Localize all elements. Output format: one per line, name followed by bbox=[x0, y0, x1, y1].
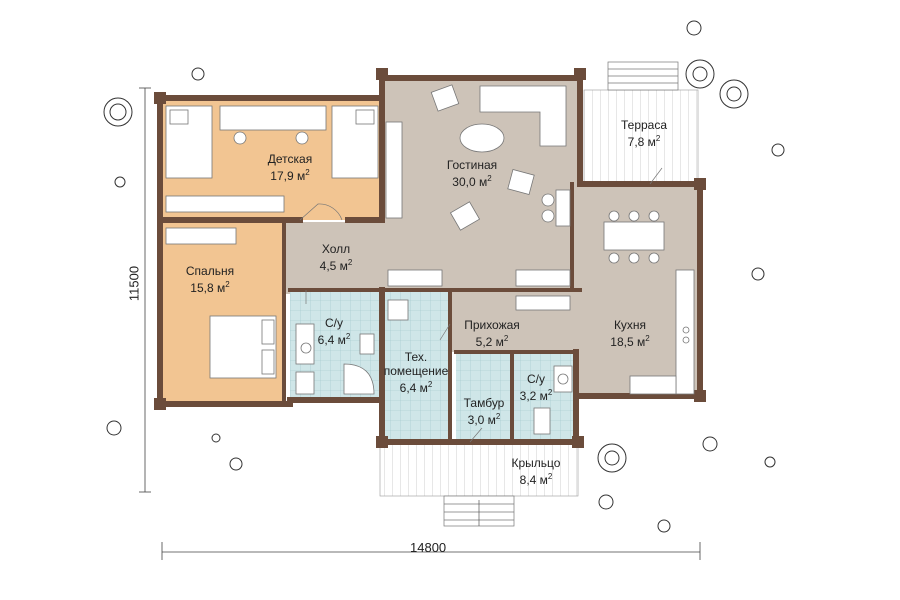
walls bbox=[157, 75, 703, 445]
room-area: 6,4 м bbox=[317, 333, 346, 347]
room-name: Детская bbox=[267, 152, 313, 166]
room-area: 17,9 м bbox=[270, 169, 306, 183]
room-label-holl: Холл 4,5 м2 bbox=[296, 242, 376, 273]
desk bbox=[219, 105, 327, 131]
room-label-su2: С/у 3,2 м2 bbox=[510, 372, 562, 403]
room-label-krylco: Крыльцо 8,4 м2 bbox=[498, 456, 574, 487]
room-label-spalnya: Спальня 15,8 м2 bbox=[172, 264, 248, 295]
room-area: 4,5 м bbox=[319, 259, 348, 273]
trees bbox=[103, 20, 785, 533]
room-name: С/у bbox=[325, 316, 343, 330]
room-area: 6,4 м bbox=[399, 381, 428, 395]
sofa bbox=[479, 85, 567, 147]
dining-table bbox=[603, 221, 665, 251]
log-ends bbox=[154, 68, 706, 448]
room-name: Гостиная bbox=[446, 158, 498, 172]
room-label-tambur: Тамбур 3,0 м2 bbox=[454, 396, 514, 427]
room-label-prihozhaya: Прихожая 5,2 м2 bbox=[456, 318, 528, 349]
floor-porch bbox=[379, 441, 579, 497]
room-name: Прихожая bbox=[464, 318, 520, 332]
furniture bbox=[165, 84, 695, 435]
room-name: Холл bbox=[321, 242, 351, 256]
floor-terrace bbox=[583, 89, 699, 183]
room-label-kuhnya: Кухня 18,5 м2 bbox=[592, 318, 668, 349]
wardrobe-detskaya bbox=[165, 195, 285, 213]
room-name: Терраса bbox=[620, 118, 668, 132]
tv-unit bbox=[385, 121, 403, 219]
room-name: Тех. помещение bbox=[383, 350, 449, 378]
room-label-su1: С/у 6,4 м2 bbox=[304, 316, 364, 347]
room-label-gostinaya: Гостиная 30,0 м2 bbox=[432, 158, 512, 189]
room-area: 15,8 м bbox=[190, 281, 226, 295]
coffee-table bbox=[459, 123, 505, 153]
room-area: 3,0 м bbox=[467, 413, 496, 427]
room-area: 5,2 м bbox=[475, 335, 504, 349]
height-dimension: 11500 bbox=[126, 265, 142, 302]
room-name: Крыльцо bbox=[511, 456, 561, 470]
room-name: Тамбур bbox=[463, 396, 505, 410]
room-area: 3,2 м bbox=[519, 389, 548, 403]
dimension-lines bbox=[139, 87, 701, 560]
room-area: 30,0 м bbox=[452, 175, 488, 189]
door-swings bbox=[299, 167, 663, 443]
room-label-teh: Тех. помещение 6,4 м2 bbox=[383, 350, 449, 395]
width-dimension: 14800 bbox=[410, 540, 447, 555]
wardrobe-spalnya bbox=[165, 227, 237, 245]
room-area: 8,4 м bbox=[519, 473, 548, 487]
room-name: Спальня bbox=[185, 264, 235, 278]
steps bbox=[443, 61, 679, 527]
room-area: 7,8 м bbox=[627, 135, 656, 149]
room-name: С/у bbox=[527, 372, 545, 386]
room-name: Кухня bbox=[613, 318, 647, 332]
room-label-terrasa: Терраса 7,8 м2 bbox=[604, 118, 684, 149]
room-label-detskaya: Детская 17,9 м2 bbox=[250, 152, 330, 183]
room-area: 18,5 м bbox=[610, 335, 646, 349]
floor-tambur bbox=[456, 352, 512, 442]
